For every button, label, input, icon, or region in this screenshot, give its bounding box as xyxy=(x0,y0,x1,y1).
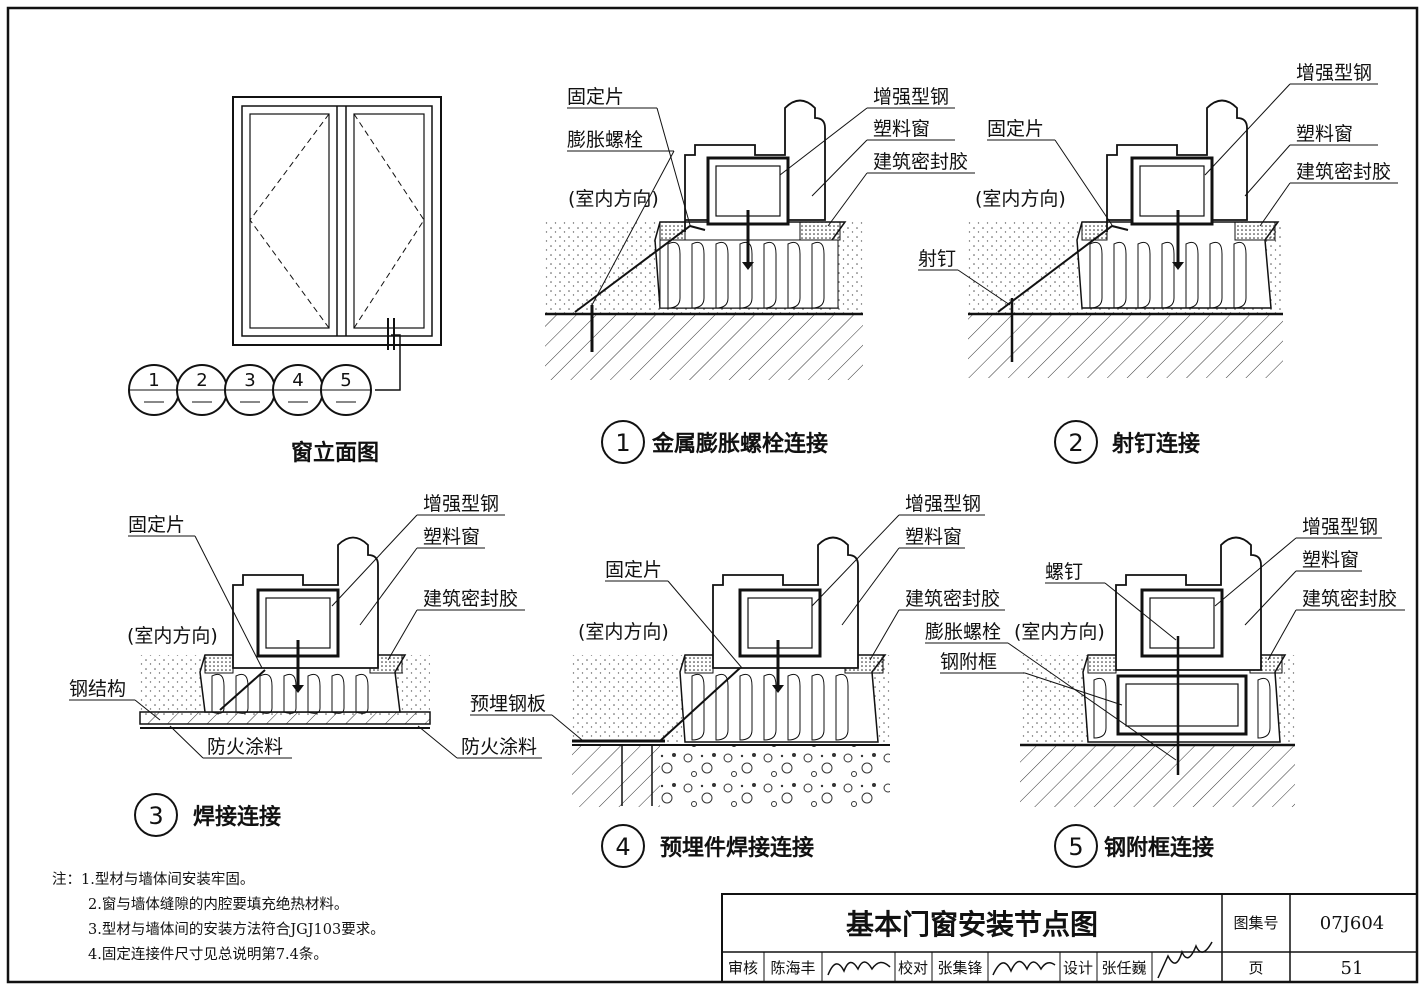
label-screw: 螺钉 xyxy=(1045,561,1083,583)
detail-4-caption: 4 预埋件焊接连接 xyxy=(601,824,814,868)
label-reinforcing-steel: 增强型钢 xyxy=(1302,516,1378,538)
detail-3-caption: 3 焊接连接 xyxy=(134,793,281,837)
review-label: 审核 xyxy=(728,959,758,977)
label-expansion-bolt: 膨胀螺栓 xyxy=(567,129,643,151)
elevation-title: 窗立面图 xyxy=(291,440,379,466)
label-plastic-window: 塑料窗 xyxy=(905,526,962,548)
detail-3-labels: 增强型钢 塑料窗 固定片 建筑密封胶 (室内方向) 钢结构 防火涂料 防火涂料 xyxy=(69,493,542,759)
detail-2-drawing xyxy=(968,99,1283,378)
drawing-title: 基本门窗安装节点图 xyxy=(846,908,1098,941)
detail-1-labels: 固定片 膨胀螺栓 (室内方向) 增强型钢 塑料窗 建筑密封胶 xyxy=(567,86,975,306)
marker-number: 3 xyxy=(244,370,255,391)
detail-1-drawing xyxy=(545,99,863,380)
label-reinforcing-steel: 增强型钢 xyxy=(905,493,981,515)
label-plastic-window: 塑料窗 xyxy=(873,118,930,140)
detail-number: 4 xyxy=(615,833,630,861)
label-fireproof-coating: 防火涂料 xyxy=(207,736,283,758)
detail-1-caption: 1 金属膨胀螺栓连接 xyxy=(601,420,828,464)
window-elevation xyxy=(232,96,442,391)
label-indoor-direction: (室内方向) xyxy=(1014,621,1105,643)
label-steel-structure: 钢结构 xyxy=(69,678,126,700)
detail-4-drawing xyxy=(572,536,890,807)
label-fixing-plate: 固定片 xyxy=(567,86,624,108)
detail-number: 3 xyxy=(148,802,163,830)
label-sealant: 建筑密封胶 xyxy=(1302,588,1397,610)
atlas-label: 图集号 xyxy=(1233,914,1278,932)
marker-number: 1 xyxy=(148,370,159,391)
label-reinforcing-steel: 增强型钢 xyxy=(423,493,499,515)
detail-3-drawing xyxy=(139,536,431,729)
label-fixing-plate: 固定片 xyxy=(987,118,1044,140)
label-plastic-window: 塑料窗 xyxy=(1296,123,1353,145)
label-indoor-direction: (室内方向) xyxy=(127,625,218,647)
atlas-number: 07J604 xyxy=(1320,913,1384,934)
note-line-3: 3.型材与墙体间的安装方法符合JGJ103要求。 xyxy=(88,921,385,938)
page-label: 页 xyxy=(1248,959,1263,977)
label-reinforcing-steel: 增强型钢 xyxy=(1296,62,1372,84)
label-plastic-window: 塑料窗 xyxy=(1302,549,1359,571)
detail-number: 2 xyxy=(1068,429,1083,457)
label-indoor-direction: (室内方向) xyxy=(568,188,659,210)
section-marker-4: 4 xyxy=(272,364,324,416)
detail-title: 金属膨胀螺栓连接 xyxy=(651,431,828,457)
detail-2-caption: 2 射钉连接 xyxy=(1054,420,1200,464)
label-embedded-steel-plate: 预埋钢板 xyxy=(470,693,546,715)
label-sealant: 建筑密封胶 xyxy=(873,151,968,173)
label-sealant: 建筑密封胶 xyxy=(423,588,518,610)
detail-title: 预埋件焊接连接 xyxy=(660,835,814,861)
label-indoor-direction: (室内方向) xyxy=(975,188,1066,210)
label-fixing-plate: 固定片 xyxy=(128,514,185,536)
label-indoor-direction: (室内方向) xyxy=(578,621,669,643)
detail-5-drawing xyxy=(1020,536,1295,807)
marker-number: 5 xyxy=(340,370,351,391)
page-number: 51 xyxy=(1341,958,1364,979)
designer-signature xyxy=(1157,941,1213,979)
detail-number: 5 xyxy=(1068,833,1083,861)
detail-2-labels: 增强型钢 固定片 塑料窗 建筑密封胶 (室内方向) 射钉 xyxy=(918,62,1398,306)
note-line-2: 2.窗与墙体缝隙的内腔要填充绝热材料。 xyxy=(88,895,348,913)
section-marker-3: 3 xyxy=(224,364,276,416)
detail-5-caption: 5 钢附框连接 xyxy=(1054,824,1214,868)
check-label: 校对 xyxy=(898,959,928,977)
detail-number: 1 xyxy=(615,429,630,457)
label-sealant: 建筑密封胶 xyxy=(1296,161,1391,183)
reviewer-name: 陈海丰 xyxy=(770,959,815,977)
title-block: 基本门窗安装节点图 图集号 07J604 页 51 审核 陈海丰 校对 张集锋 … xyxy=(721,893,1418,983)
notes: 注：1.型材与墙体间安装牢固。 2.窗与墙体缝隙的内腔要填充绝热材料。 3.型材… xyxy=(52,871,385,963)
checker-signature xyxy=(992,960,1056,976)
label-expansion-bolt: 膨胀螺栓 xyxy=(925,621,1001,643)
section-marker-2: 2 xyxy=(176,364,228,416)
sheet-border xyxy=(6,6,1419,984)
detail-4-labels: 增强型钢 塑料窗 固定片 建筑密封胶 (室内方向) 预埋钢板 xyxy=(470,493,1005,741)
checker-name: 张集锋 xyxy=(937,959,982,977)
designer-name: 张任巍 xyxy=(1101,959,1146,977)
section-marker-1: 1 xyxy=(128,364,180,416)
label-reinforcing-steel: 增强型钢 xyxy=(873,86,949,108)
label-fireproof-coating-right: 防火涂料 xyxy=(461,736,537,758)
label-sealant: 建筑密封胶 xyxy=(905,588,1000,610)
reviewer-signature xyxy=(827,961,891,976)
label-fixing-plate: 固定片 xyxy=(605,559,662,581)
detail-title: 钢附框连接 xyxy=(1104,835,1214,861)
marker-number: 4 xyxy=(292,370,303,391)
label-nail-shot: 射钉 xyxy=(918,248,956,270)
section-markers: 1 2 3 4 5 xyxy=(128,364,372,416)
detail-title: 焊接连接 xyxy=(193,804,281,830)
design-label: 设计 xyxy=(1063,959,1093,977)
label-steel-subframe: 钢附框 xyxy=(940,651,997,673)
note-line-1: 注：1.型材与墙体间安装牢固。 xyxy=(52,871,254,888)
note-line-4: 4.固定连接件尺寸见总说明第7.4条。 xyxy=(88,945,328,963)
detail-5-labels: 增强型钢 塑料窗 螺钉 建筑密封胶 膨胀螺栓 (室内方向) 钢附框 xyxy=(925,516,1405,761)
marker-number: 2 xyxy=(196,370,207,391)
section-marker-5: 5 xyxy=(320,364,372,416)
detail-title: 射钉连接 xyxy=(1111,431,1200,457)
label-plastic-window: 塑料窗 xyxy=(423,526,480,548)
